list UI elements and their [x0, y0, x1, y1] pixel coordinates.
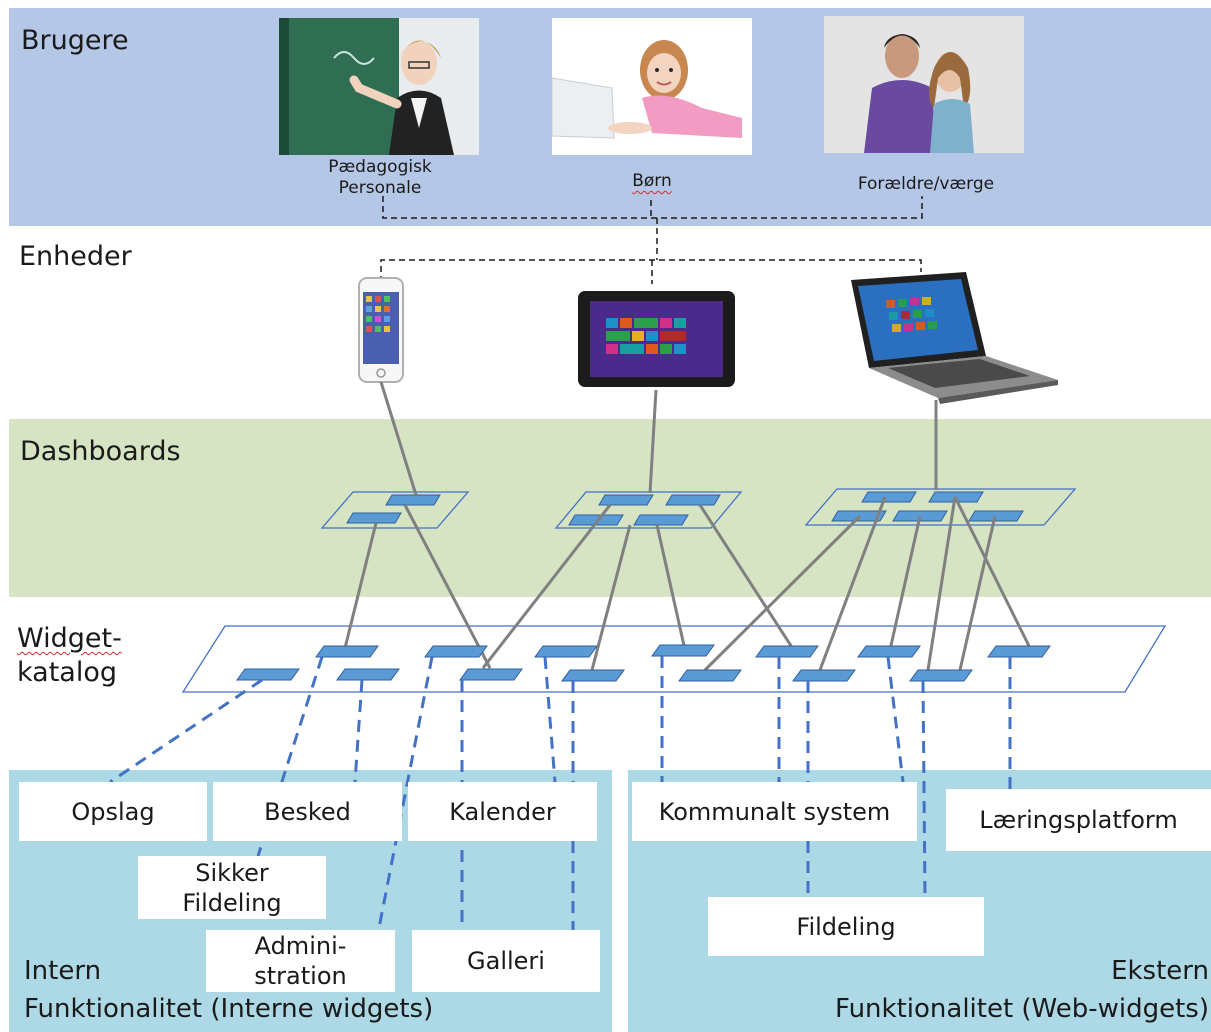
- parents-caption: Forældre/værge: [857, 174, 995, 194]
- dashboard-catalog-lines: [343, 496, 1032, 672]
- widget-besked: Besked: [213, 782, 402, 841]
- internal-title-line2: Funktionalitet (Interne widgets): [24, 994, 434, 1024]
- laptop-icon: [851, 272, 1058, 404]
- admin-line2: stration: [254, 962, 347, 990]
- layer-label-users: Brugere: [21, 25, 129, 56]
- internal-title: Intern Funktionalitet (Interne widgets): [24, 952, 433, 1028]
- layer-label-widget-catalog: Widget- katalog: [17, 622, 122, 690]
- widget-catalog-line2: katalog: [17, 657, 117, 688]
- widget-opslag: Opslag: [19, 782, 207, 841]
- child-caption: Børn: [632, 171, 672, 191]
- device-dashboard-lines: [379, 381, 938, 496]
- widget-kommunalt-system: Kommunalt system: [632, 782, 917, 841]
- widget-administration: Admini- stration: [206, 930, 395, 992]
- admin-line1: Admini-: [254, 932, 347, 960]
- external-title: Ekstern Funktionalitet (Web-widgets): [835, 952, 1209, 1028]
- dashboard-1: [320, 491, 470, 529]
- external-title-line2: Funktionalitet (Web-widgets): [835, 994, 1209, 1024]
- users-devices-connector: [380, 196, 923, 284]
- layer-label-devices: Enheder: [19, 241, 132, 272]
- parents-photo: [824, 16, 1024, 153]
- user-caption-teacher: Pædagogisk Personale: [300, 157, 460, 199]
- dashboards-band: [9, 419, 1211, 597]
- teacher-caption-line2: Personale: [338, 178, 422, 198]
- tablet-icon: [578, 291, 735, 387]
- widget-fildeling: Fildeling: [708, 897, 984, 956]
- teacher-photo: [279, 18, 479, 155]
- user-caption-child: Børn: [592, 171, 712, 192]
- widget-galleri: Galleri: [412, 930, 600, 992]
- child-photo: [552, 18, 752, 155]
- widget-laeringsplatform: Læringsplatform: [946, 789, 1211, 851]
- widget-kalender: Kalender: [408, 782, 597, 841]
- layer-label-dashboards: Dashboards: [20, 436, 181, 467]
- sikker-line1: Sikker: [195, 858, 269, 887]
- smartphone-icon: [358, 277, 404, 383]
- user-caption-parents: Forældre/værge: [836, 174, 1016, 195]
- dashboard-2: [554, 491, 743, 529]
- widget-catalog-plane: [181, 625, 1167, 693]
- widget-catalog-line1: Widget-: [17, 623, 122, 654]
- catalog-widgets: [236, 644, 1051, 682]
- sikker-line2: Fildeling: [182, 888, 282, 917]
- external-title-line1: Ekstern: [1111, 956, 1209, 986]
- dashboard-3: [804, 488, 1077, 526]
- dashboard-widgets: [346, 491, 1024, 526]
- teacher-caption-line1: Pædagogisk: [328, 157, 432, 177]
- widget-sikker-fildeling: Sikker Fildeling: [138, 856, 326, 919]
- dashboards-shapes: [320, 488, 1077, 529]
- internal-title-line1: Intern: [24, 956, 102, 986]
